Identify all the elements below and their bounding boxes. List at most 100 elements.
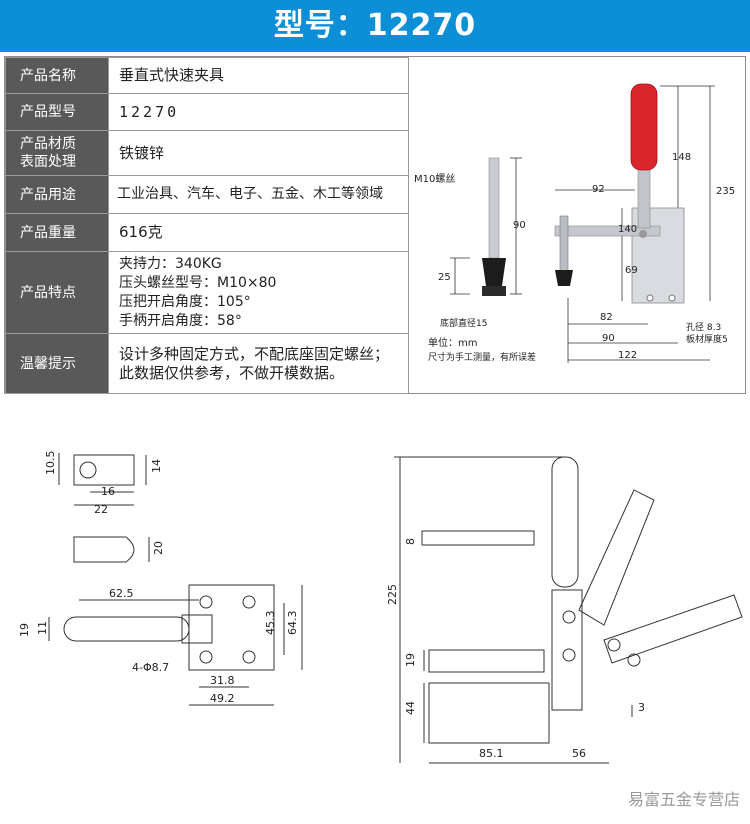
open-arm	[603, 594, 743, 664]
bolt-part	[482, 157, 506, 296]
spec-label: 产品用途	[5, 175, 109, 214]
store-watermark: 易富五金专营店	[627, 790, 740, 809]
spec-label: 产品型号	[5, 93, 109, 131]
product-photo: M10螺丝 90 25 底部直径15 148 235 92 140 69 82 …	[414, 83, 735, 363]
base-hole	[199, 595, 213, 609]
pivot-pin	[639, 230, 647, 238]
spec-row-weight: 产品重量 616克	[5, 213, 409, 252]
spec-value: 工业治具、汽车、电子、五金、木工等领域	[108, 175, 409, 214]
dim-label: 64.3	[286, 611, 299, 636]
spec-row-tip: 温馨提示 设计多种固定方式，不配底座固定螺丝； 此数据仅供参考，不做开模数据。	[5, 333, 409, 394]
rubber-base	[482, 286, 506, 296]
dim-label: 56	[572, 747, 586, 760]
base-hole	[242, 595, 256, 609]
dim-label: 82	[600, 312, 613, 323]
dim-label: 11	[36, 621, 49, 635]
dim-label: 92	[592, 184, 605, 195]
tip-line: 设计多种固定方式，不配底座固定螺丝；	[119, 344, 390, 363]
dim-label: 31.8	[210, 674, 235, 687]
pad-side	[73, 536, 135, 563]
dim-label: 板材厚度5	[686, 333, 728, 345]
spec-value-tip: 设计多种固定方式，不配底座固定螺丝； 此数据仅供参考，不做开模数据。	[108, 333, 409, 394]
spindle-side	[421, 530, 535, 546]
feature-line: 压把开启角度：105°	[119, 293, 251, 310]
spec-row-features: 产品特点 夹持力：340KG 压头螺丝型号：M10×80 压把开启角度：105°…	[5, 251, 409, 334]
dim-label: 底部直径15	[440, 317, 487, 329]
dim-label: 69	[625, 265, 638, 276]
feature-line: 夹持力：340KG	[119, 255, 222, 272]
handle-side	[551, 456, 579, 588]
dim-label: 62.5	[109, 587, 134, 600]
dim-label: 8	[404, 538, 417, 545]
dim-label: 44	[404, 701, 417, 715]
dim-label: 45.3	[264, 611, 277, 636]
clamp-spindle	[559, 215, 569, 277]
dim-label: 3	[638, 701, 645, 714]
spec-label-line: 表面处理	[20, 154, 76, 170]
base-side	[428, 682, 550, 744]
dim-label: 19	[404, 653, 417, 667]
dim-label: 148	[672, 152, 691, 163]
spec-value-model: 12270	[108, 93, 409, 131]
dim-label: 85.1	[479, 747, 504, 760]
clamp-part	[554, 83, 685, 304]
dim-label: 49.2	[210, 692, 235, 705]
spec-value: 垂直式快速夹具	[108, 57, 409, 94]
feature-line: 手柄开启角度：58°	[119, 312, 242, 329]
arm-block	[181, 614, 213, 644]
dim-label: 90	[513, 220, 526, 231]
unit-label: 单位：mm	[428, 336, 477, 349]
dim-label: 235	[716, 186, 735, 197]
pivot	[562, 610, 576, 624]
dim-label: 16	[101, 485, 115, 498]
spec-value: 616克	[108, 213, 409, 252]
spec-value-features: 夹持力：340KG 压头螺丝型号：M10×80 压把开启角度：105° 手柄开启…	[108, 251, 409, 334]
dim-label: 10.5	[44, 451, 57, 476]
spec-row-use: 产品用途 工业治具、汽车、电子、五金、木工等领域	[5, 175, 409, 214]
note-label: 尺寸为手工测量，有所误差	[428, 351, 536, 363]
spec-label: 产品特点	[5, 251, 109, 334]
spec-label: 产品重量	[5, 213, 109, 252]
pad-hole	[79, 461, 97, 479]
pivot	[562, 648, 576, 662]
spec-table: 产品名称 垂直式快速夹具 产品型号 12270 产品材质表面处理 铁镀锌 产品用…	[5, 57, 409, 394]
dim-label: 4-Φ8.7	[132, 661, 169, 674]
clamp-arm	[554, 225, 661, 237]
spec-row-model: 产品型号 12270	[5, 93, 409, 131]
dim-label: 20	[152, 541, 165, 555]
tip-line: 此数据仅供参考，不做开模数据。	[119, 363, 345, 382]
bolt-shaft	[488, 157, 500, 259]
arm-slot	[63, 616, 190, 642]
clamp-rubber-tip	[555, 270, 573, 286]
pivot	[627, 653, 641, 667]
dim-label: 122	[618, 350, 637, 361]
dim-label: 孔径 8.3	[686, 321, 721, 333]
open-lever	[578, 489, 655, 626]
dim-label: M10螺丝	[414, 173, 455, 185]
mount-hole	[646, 294, 654, 302]
spec-label: 产品名称	[5, 57, 109, 94]
dim-label: 14	[150, 459, 163, 473]
page-title-banner: 型号：12270	[0, 0, 750, 52]
spec-value: 铁镀锌	[108, 130, 409, 176]
base-hole	[199, 650, 213, 664]
feature-line: 压头螺丝型号：M10×80	[119, 274, 277, 291]
pivot	[607, 638, 621, 652]
spec-label-line: 产品材质	[20, 136, 76, 152]
spec-label: 温馨提示	[5, 333, 109, 394]
body-side	[551, 589, 583, 711]
dim-label: 225	[386, 584, 399, 605]
dim-label: 19	[18, 623, 31, 637]
dim-label: 25	[438, 272, 451, 283]
mount-hole	[668, 294, 676, 302]
spec-label: 产品材质表面处理	[5, 130, 109, 176]
spec-row-name: 产品名称 垂直式快速夹具	[5, 57, 409, 94]
dim-label: 140	[618, 224, 637, 235]
base-hole	[242, 650, 256, 664]
spec-row-material: 产品材质表面处理 铁镀锌	[5, 130, 409, 176]
technical-drawing: 10.5 14 16 22 20 62.5 19 11 45.3 64.3 4-…	[18, 451, 743, 764]
pad-outline	[73, 454, 135, 486]
rubber-tip	[482, 258, 506, 286]
dim-label: 90	[602, 333, 615, 344]
handle-grip	[630, 83, 658, 171]
